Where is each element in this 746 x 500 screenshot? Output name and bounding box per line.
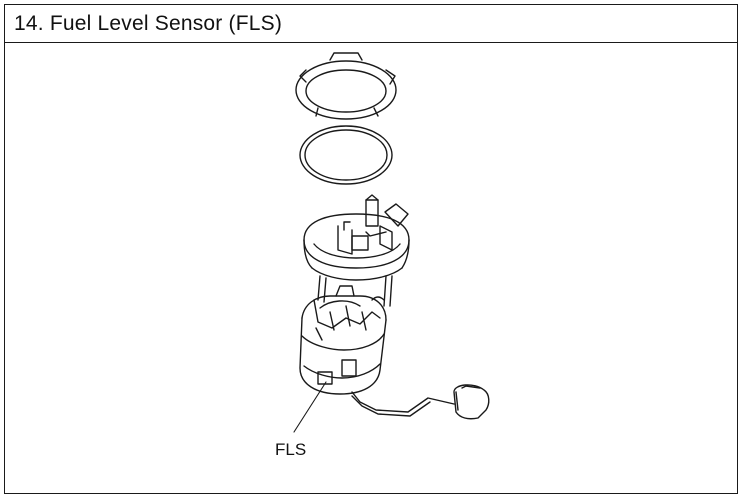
section-title: 14. Fuel Level Sensor (FLS) [14,12,283,35]
guide-rods [317,275,393,307]
section-header: 14. Fuel Level Sensor (FLS) [5,5,737,43]
fuel-level-sensor [351,384,490,420]
section-frame: 14. Fuel Level Sensor (FLS) [4,4,738,494]
fls-leader-line [293,381,327,433]
pump-flange [303,194,410,281]
lock-ring [295,52,397,120]
o-ring-gasket [299,125,393,185]
fuel-pump-reservoir [299,285,387,395]
fls-callout-label: FLS [275,440,306,459]
